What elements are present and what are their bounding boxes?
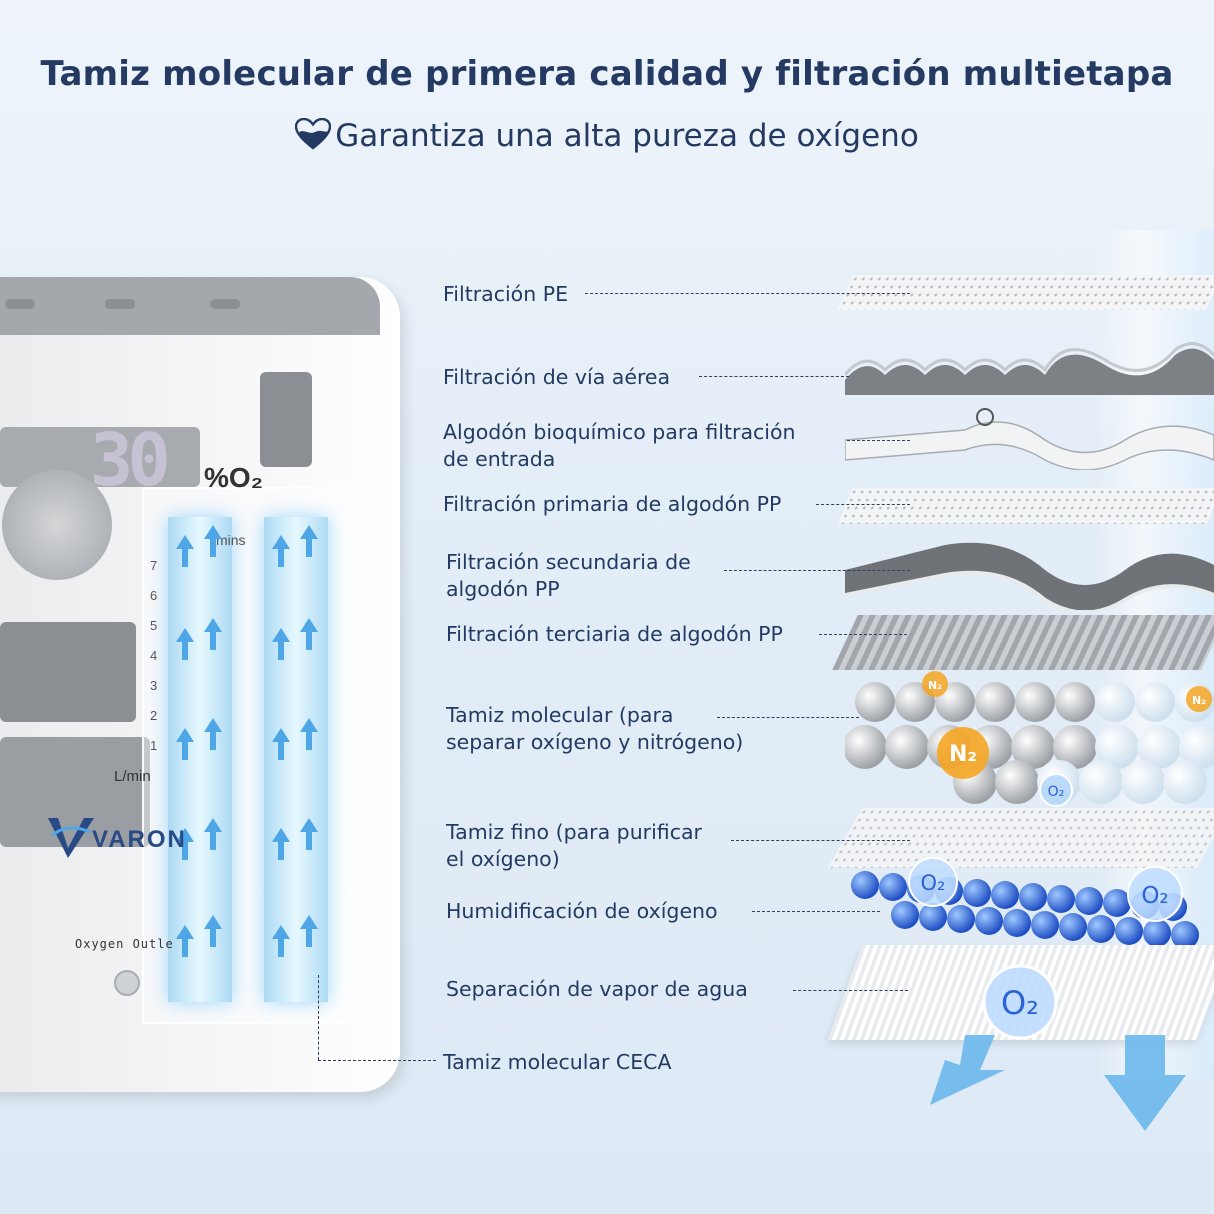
up-arrow-icon — [204, 618, 222, 650]
control-button[interactable] — [105, 299, 135, 309]
internal-battery-block — [0, 622, 136, 722]
up-arrow-icon — [176, 728, 194, 760]
layer-molecular-sieve — [845, 682, 1214, 804]
oxygen-outlet-port[interactable] — [114, 970, 140, 996]
oxygen-molecule: O₂ — [1039, 773, 1073, 807]
svg-text:N₂: N₂ — [928, 679, 942, 692]
leader-line — [816, 504, 910, 505]
layer-airway-filter — [845, 342, 1214, 395]
flow-scale-number: 7 — [150, 558, 158, 573]
layer-label: Humidificación de oxígeno — [446, 899, 718, 923]
layer-label: Separación de vapor de agua — [446, 977, 748, 1001]
oxygen-outlet-label: Oxygen Outle — [75, 937, 174, 951]
up-arrow-icon — [176, 925, 194, 957]
up-arrow-icon — [204, 818, 222, 850]
leader-line — [724, 570, 910, 571]
up-arrow-icon — [272, 628, 290, 660]
fan-gear-icon — [2, 470, 112, 580]
up-arrow-icon — [272, 535, 290, 567]
layer-biochemical-cotton — [845, 408, 1214, 470]
up-arrow-icon — [300, 618, 318, 650]
up-arrow-icon — [204, 915, 222, 947]
mins-label: mins — [216, 532, 246, 548]
device-top-cap — [0, 277, 380, 335]
layer-label: Filtración de vía aérea — [443, 365, 671, 389]
control-button[interactable] — [210, 299, 240, 309]
oxygen-molecule: O₂ — [982, 964, 1058, 1040]
leader-line — [318, 1060, 436, 1061]
layer-primary-pp-cotton — [838, 488, 1214, 524]
layer-label: Algodón bioquímico para filtración — [443, 420, 796, 444]
page-subtitle: Garantiza una alta pureza de oxígeno — [0, 118, 1214, 154]
flow-scale-number: 6 — [150, 588, 158, 603]
svg-text:O₂: O₂ — [921, 871, 946, 895]
leader-line — [585, 293, 910, 294]
up-arrow-icon — [176, 535, 194, 567]
varon-logo-icon — [48, 818, 94, 858]
nitrogen-molecule: N₂ — [937, 727, 989, 779]
layer-label: Filtración terciaria de algodón PP — [446, 622, 783, 646]
leader-line — [752, 911, 880, 912]
leader-line — [819, 634, 907, 635]
layer-fine-sieve — [827, 808, 1214, 868]
svg-text:O₂: O₂ — [1141, 883, 1168, 909]
nitrogen-molecule: N₂ — [1186, 686, 1212, 712]
layer-label: Tamiz molecular (para — [446, 703, 674, 727]
up-arrow-icon — [204, 718, 222, 750]
heart-icon — [295, 118, 332, 150]
up-arrow-icon — [300, 818, 318, 850]
leader-line — [731, 840, 910, 841]
layer-label: algodón PP — [446, 577, 560, 601]
svg-text:N₂: N₂ — [1192, 694, 1206, 707]
oxygen-concentrator — [0, 277, 400, 1092]
subtitle-text: Garantiza una alta pureza de oxígeno — [335, 118, 919, 154]
control-button[interactable] — [5, 299, 35, 309]
up-arrow-icon — [300, 525, 318, 557]
oxygen-molecule: O₂ — [908, 857, 958, 907]
page-title: Tamiz molecular de primera calidad y fil… — [40, 54, 1174, 94]
flow-scale-number: 1 — [150, 738, 158, 753]
flow-scale-number: 2 — [150, 708, 158, 723]
layer-label: Filtración secundaria de — [446, 550, 691, 574]
leader-line — [717, 717, 859, 718]
up-arrow-icon — [300, 915, 318, 947]
layer-label: separar oxígeno y nitrógeno) — [446, 730, 744, 754]
down-arrow-icon — [1104, 1035, 1186, 1131]
up-arrow-icon — [272, 728, 290, 760]
up-arrow-icon — [176, 628, 194, 660]
leader-line — [318, 975, 319, 1060]
svg-text:O₂: O₂ — [1001, 984, 1039, 1022]
layer-label: Tamiz fino (para purificar — [446, 820, 702, 844]
svg-text:N₂: N₂ — [949, 742, 977, 767]
up-arrow-icon — [204, 525, 222, 557]
up-arrow-icon — [176, 828, 194, 860]
leader-line — [793, 990, 908, 991]
layer-label: de entrada — [443, 447, 556, 471]
oxygen-molecule: O₂ — [1127, 866, 1183, 922]
down-arrow-icon — [930, 1035, 1005, 1105]
flow-scale-number: 5 — [150, 618, 158, 633]
up-arrow-icon — [272, 828, 290, 860]
layer-tertiary-pp-cotton — [832, 615, 1214, 670]
brand-name: VARON — [92, 826, 187, 853]
layer-label: Tamiz molecular CECA — [443, 1050, 672, 1074]
layer-label: el oxígeno) — [446, 847, 560, 871]
leader-line — [699, 376, 849, 377]
o2-label: %O₂ — [204, 462, 264, 493]
up-arrow-icon — [300, 718, 318, 750]
layer-label: Filtración primaria de algodón PP — [443, 492, 782, 516]
svg-text:O₂: O₂ — [1048, 784, 1065, 800]
flow-unit-label: L/min — [114, 768, 151, 785]
layer-label: Filtración PE — [443, 282, 569, 306]
internal-valve — [260, 372, 312, 467]
flow-scale-number: 3 — [150, 678, 158, 693]
flow-scale-number: 4 — [150, 648, 158, 663]
nitrogen-molecule: N₂ — [922, 671, 948, 697]
leader-line — [847, 440, 910, 441]
layer-secondary-pp-cotton — [845, 542, 1214, 610]
up-arrow-icon — [272, 925, 290, 957]
